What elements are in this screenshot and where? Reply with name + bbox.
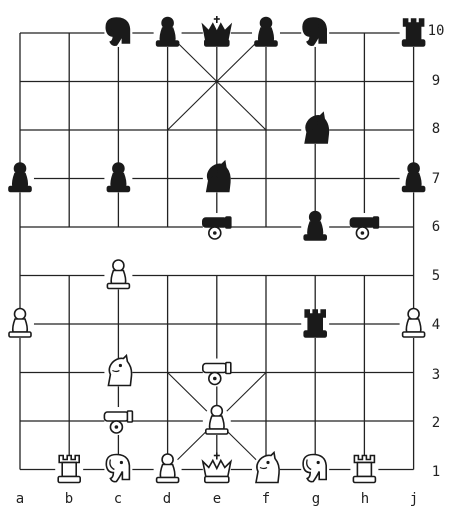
white-pawn-d1[interactable] bbox=[154, 454, 182, 484]
rank-label-3: 3 bbox=[426, 368, 446, 382]
black-pawn-d10[interactable] bbox=[154, 18, 182, 48]
black-rook-g4[interactable] bbox=[301, 310, 329, 338]
file-label-e: e bbox=[207, 492, 227, 506]
black-pawn-j7[interactable] bbox=[400, 163, 428, 193]
white-cannon-c2[interactable] bbox=[104, 407, 132, 435]
white-elephant-c1[interactable] bbox=[104, 455, 132, 484]
white-pawn-j4[interactable] bbox=[400, 309, 428, 339]
black-cannon-h6[interactable] bbox=[350, 213, 378, 241]
black-rook-j10[interactable] bbox=[400, 19, 428, 47]
black-elephant-c10[interactable] bbox=[104, 18, 132, 47]
black-elephant-g10[interactable] bbox=[301, 18, 329, 47]
king-icon bbox=[203, 16, 231, 46]
file-label-f: f bbox=[256, 492, 276, 506]
black-pawn-g6[interactable] bbox=[301, 212, 329, 242]
rook-icon bbox=[58, 456, 80, 483]
rank-label-7: 7 bbox=[426, 172, 446, 186]
file-label-d: d bbox=[157, 492, 177, 506]
black-pawn-a7[interactable] bbox=[6, 163, 34, 193]
file-label-b: b bbox=[59, 492, 79, 506]
rook-icon bbox=[304, 310, 326, 337]
white-king-e1[interactable] bbox=[203, 453, 231, 484]
rook-icon bbox=[353, 456, 375, 483]
rank-label-6: 6 bbox=[426, 220, 446, 234]
file-label-c: c bbox=[108, 492, 128, 506]
white-knight-f1[interactable] bbox=[252, 453, 280, 484]
black-king-e10[interactable] bbox=[203, 16, 231, 47]
rank-label-9: 9 bbox=[426, 74, 446, 88]
white-rook-b1[interactable] bbox=[55, 456, 83, 484]
knight-icon bbox=[207, 162, 230, 192]
black-pawn-c7[interactable] bbox=[104, 163, 132, 193]
black-knight-e7[interactable] bbox=[203, 162, 231, 193]
rank-label-4: 4 bbox=[426, 318, 446, 332]
knight-icon bbox=[305, 113, 328, 143]
white-knight-c3[interactable] bbox=[104, 356, 132, 387]
white-pawn-e2[interactable] bbox=[203, 406, 231, 436]
black-cannon-e6[interactable] bbox=[203, 213, 231, 241]
white-cannon-e3[interactable] bbox=[203, 359, 231, 387]
white-elephant-g1[interactable] bbox=[301, 455, 329, 484]
knight-icon bbox=[108, 356, 131, 386]
rank-label-1: 1 bbox=[426, 465, 446, 479]
file-label-a: a bbox=[10, 492, 30, 506]
black-pawn-f10[interactable] bbox=[252, 18, 280, 48]
file-label-h: h bbox=[355, 492, 375, 506]
king-icon bbox=[203, 453, 231, 483]
rank-label-10: 10 bbox=[426, 24, 446, 38]
white-rook-h1[interactable] bbox=[350, 456, 378, 484]
white-pawn-a4[interactable] bbox=[6, 309, 34, 339]
grid-lines bbox=[20, 33, 414, 470]
black-knight-g8[interactable] bbox=[301, 113, 329, 144]
rank-label-5: 5 bbox=[426, 269, 446, 283]
rank-label-2: 2 bbox=[426, 416, 446, 430]
white-pawn-c5[interactable] bbox=[104, 260, 132, 290]
knight-icon bbox=[256, 453, 279, 483]
file-label-j: j bbox=[404, 492, 424, 506]
file-label-g: g bbox=[306, 492, 326, 506]
rook-icon bbox=[403, 19, 425, 46]
rank-label-8: 8 bbox=[426, 122, 446, 136]
